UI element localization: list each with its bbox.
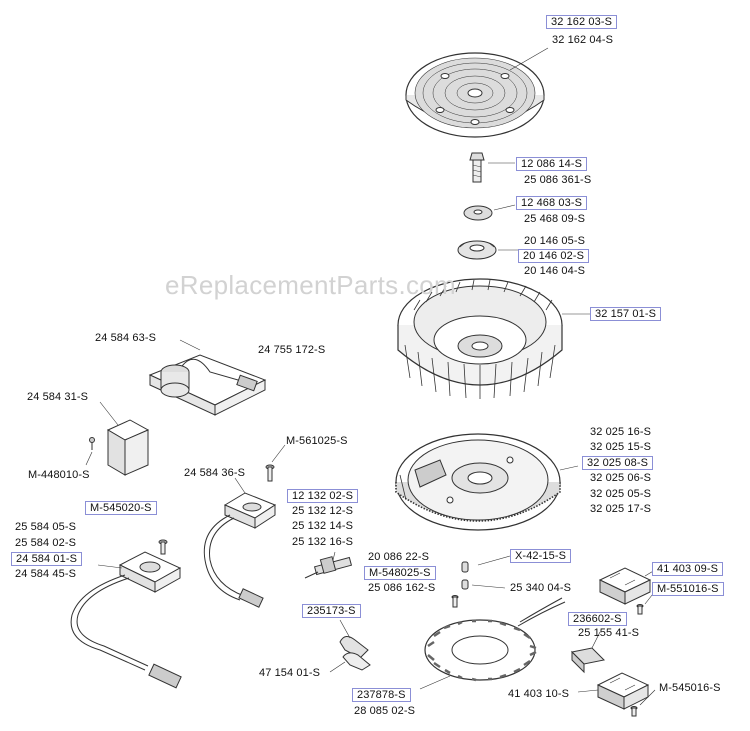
ignition-coil-assembly	[148, 339, 267, 416]
part-label-l28: 25 584 05-S	[15, 521, 77, 533]
part-label-l3[interactable]: 12 086 14-S	[516, 157, 588, 171]
part-label-l15: M-561025-S	[286, 435, 348, 447]
part-label-l32: 20 086 22-S	[368, 551, 430, 563]
ignition-coil-36	[203, 477, 277, 608]
spark-plug	[304, 551, 353, 579]
part-label-l29: 25 584 02-S	[15, 537, 77, 549]
flywheel-bolt	[469, 152, 515, 183]
part-label-l5[interactable]: 12 468 03-S	[516, 196, 588, 210]
part-label-l22: 32 025 17-S	[590, 503, 652, 515]
part-label-l11: 24 584 63-S	[95, 332, 157, 344]
connector-clip	[570, 631, 606, 674]
part-label-l20: 32 025 06-S	[590, 472, 652, 484]
part-label-l41: 25 155 41-S	[578, 627, 640, 639]
part-label-l13: 24 584 31-S	[27, 391, 89, 403]
part-label-l16: 24 584 36-S	[184, 467, 246, 479]
part-label-l45: 41 403 10-S	[508, 688, 570, 700]
module-block	[85, 401, 150, 476]
part-label-l39[interactable]: 235173-S	[302, 604, 361, 618]
flywheel-ring-gear	[395, 433, 579, 531]
part-label-l40[interactable]: 236602-S	[568, 612, 627, 626]
part-label-l35: 25 340 04-S	[510, 582, 572, 594]
flywheel-fan	[397, 278, 598, 399]
part-label-l38[interactable]: M-551016-S	[652, 582, 724, 596]
top-screen-plate	[405, 47, 549, 138]
part-label-l7: 20 146 05-S	[524, 235, 586, 247]
part-label-l23[interactable]: M-545020-S	[85, 501, 157, 515]
part-label-l1[interactable]: 32 162 03-S	[546, 15, 618, 29]
part-label-l33[interactable]: X-42-15-S	[510, 549, 572, 563]
part-label-l44: 28 085 02-S	[354, 705, 416, 717]
alternator-stator	[419, 597, 566, 690]
part-label-l31: 24 584 45-S	[15, 568, 77, 580]
part-label-l19[interactable]: 32 025 08-S	[582, 456, 654, 470]
part-label-l42: 47 154 01-S	[259, 667, 321, 679]
part-label-l21: 32 025 05-S	[590, 488, 652, 500]
rectifier-top	[598, 567, 657, 615]
part-label-l25: 25 132 12-S	[292, 505, 354, 517]
part-label-l18: 32 025 15-S	[590, 441, 652, 453]
part-label-l46: M-545016-S	[659, 682, 721, 694]
part-label-l12: 24 755 172-S	[258, 344, 326, 356]
part-label-l8[interactable]: 20 146 02-S	[518, 249, 590, 263]
rectifier-bottom	[577, 672, 656, 717]
part-label-l2: 32 162 04-S	[552, 34, 614, 46]
part-label-l26: 25 132 14-S	[292, 520, 354, 532]
ignition-coil-01	[70, 539, 182, 689]
part-label-l36: 25 086 162-S	[368, 582, 436, 594]
part-label-l37[interactable]: 41 403 09-S	[652, 562, 724, 576]
part-label-l24[interactable]: 12 132 02-S	[287, 489, 359, 503]
key-pins	[451, 555, 511, 608]
part-label-l14: M-448010-S	[28, 469, 90, 481]
part-label-l9: 20 146 04-S	[524, 265, 586, 277]
belleville-washer	[457, 240, 518, 260]
part-label-l27: 25 132 16-S	[292, 536, 354, 548]
part-label-l17: 32 025 16-S	[590, 426, 652, 438]
part-label-l34[interactable]: M-548025-S	[364, 566, 436, 580]
part-label-l4: 25 086 361-S	[524, 174, 592, 186]
part-label-l43[interactable]: 237878-S	[352, 688, 411, 702]
washer	[463, 204, 516, 221]
watermark: eReplacementParts.com	[165, 270, 456, 300]
part-label-l10[interactable]: 32 157 01-S	[590, 307, 662, 321]
screw-561025	[265, 444, 286, 482]
part-label-l6: 25 468 09-S	[524, 213, 586, 225]
wire-clamp	[329, 619, 371, 673]
part-label-l30[interactable]: 24 584 01-S	[11, 552, 83, 566]
